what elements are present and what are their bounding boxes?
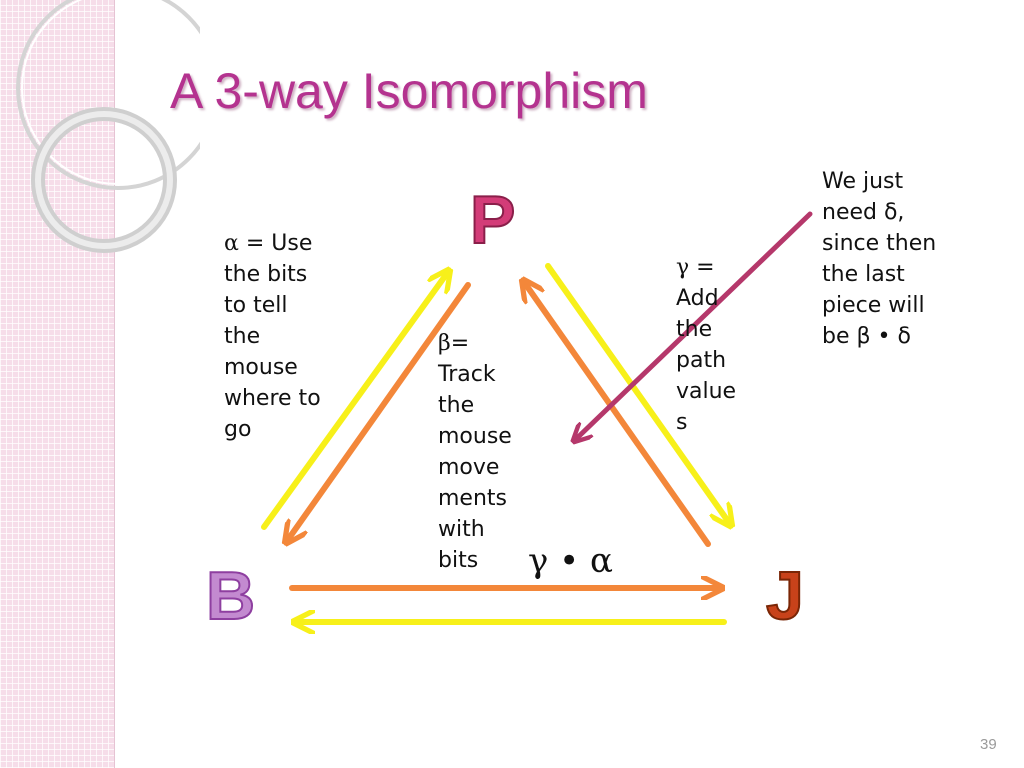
label-alpha-line: the bits	[224, 262, 308, 287]
label-beta-line: with	[438, 517, 485, 542]
arrow-p-to-j	[545, 263, 730, 524]
alpha-symbol: α	[224, 231, 239, 256]
slide-title: A 3-way Isomorphism	[170, 63, 648, 119]
label-alpha-line: mouse	[224, 355, 298, 380]
page-number: 39	[980, 736, 997, 753]
label-gamma-line: the	[676, 317, 713, 342]
label-note-line: need δ,	[822, 200, 905, 225]
label-beta: β= Track the mouse move ments with bits	[438, 328, 512, 576]
label-alpha-line: to tell	[224, 293, 288, 318]
label-beta-line: the	[438, 393, 475, 418]
label-gamma-line: s	[676, 410, 688, 435]
label-alpha-text: = Use	[245, 231, 313, 256]
label-gamma: γ = Add the path value s	[676, 252, 736, 438]
label-beta-line: ments	[438, 486, 507, 511]
label-beta-line: β=	[438, 328, 512, 359]
label-alpha: α = Use the bits to tell the mouse where…	[224, 228, 321, 445]
node-b: B	[205, 558, 256, 634]
label-note-line: We just	[822, 169, 904, 194]
label-gamma-text: =	[696, 255, 715, 280]
label-beta-text: =	[450, 331, 470, 356]
label-note-line: since then	[822, 231, 937, 256]
label-beta-line: move	[438, 455, 500, 480]
label-alpha-line: α = Use	[224, 228, 321, 259]
node-j: J	[765, 558, 805, 634]
label-gamma-line: γ =	[676, 252, 736, 283]
label-beta-line: mouse	[438, 424, 512, 449]
label-note-line: be β • δ	[822, 324, 911, 349]
label-beta-line: Track	[438, 362, 496, 387]
label-gamma-line: path	[676, 348, 727, 373]
decorative-ring-inner-highlight	[35, 111, 173, 249]
node-p: P	[469, 182, 516, 258]
gamma-symbol: γ	[676, 255, 690, 280]
label-alpha-line: the	[224, 324, 261, 349]
arrow-j-to-p	[524, 282, 711, 547]
arrow-p-to-b	[287, 282, 471, 541]
beta-symbol: β	[438, 331, 451, 356]
label-gamma-line: value	[676, 379, 737, 404]
decorative-rings	[16, 0, 200, 253]
label-note-line: the last	[822, 262, 905, 287]
arrow-note-pointer	[575, 211, 813, 440]
label-beta-line: bits	[438, 548, 479, 573]
label-alpha-line: go	[224, 417, 252, 442]
label-note: We just need δ, since then the last piec…	[822, 166, 936, 352]
decorative-ring-outer	[16, 0, 200, 190]
label-alpha-line: where to	[224, 386, 321, 411]
arrow-b-to-p	[261, 272, 448, 530]
composition-label: γ • α	[528, 541, 613, 581]
label-gamma-line: Add	[676, 286, 719, 311]
label-note-line: piece will	[822, 293, 925, 318]
decorative-ring-outer-highlight	[21, 0, 200, 185]
